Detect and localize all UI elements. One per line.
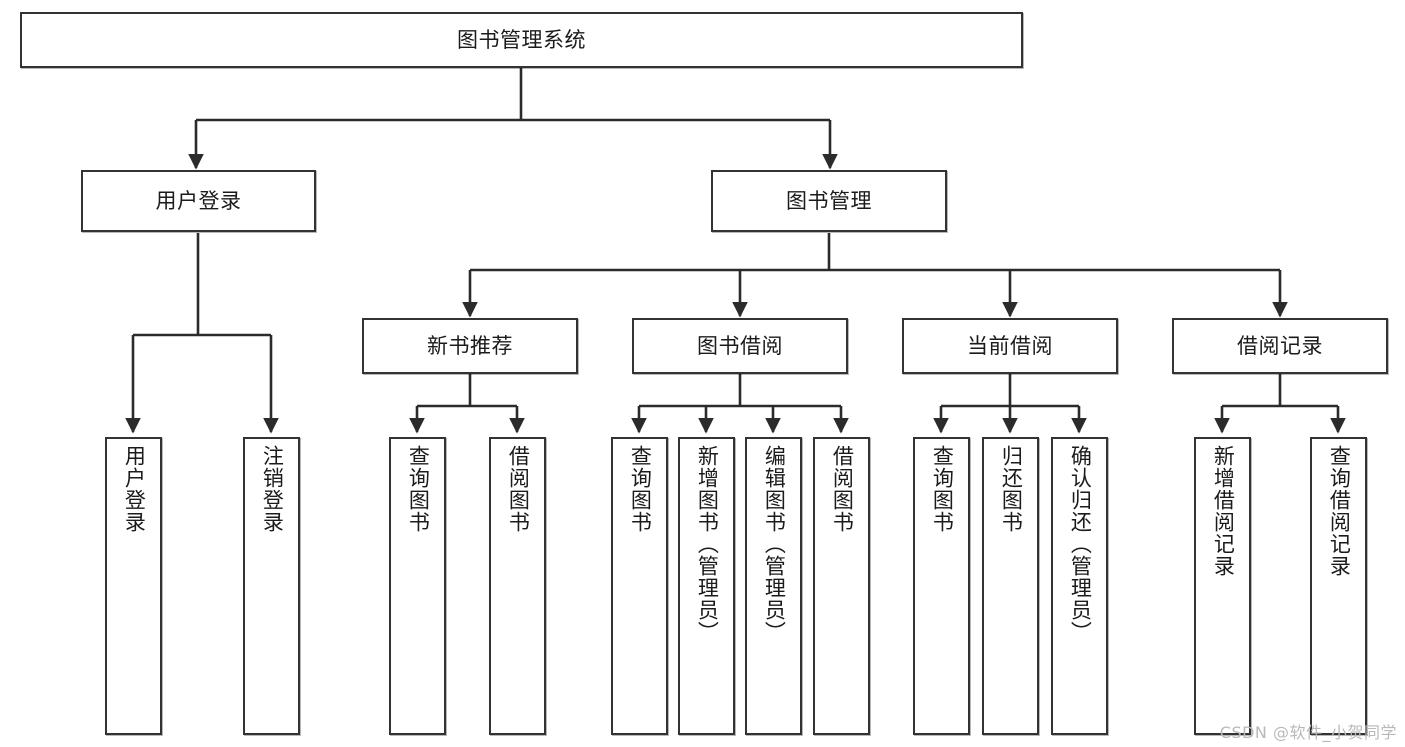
node-current-borrow-label: 当前借阅 (967, 333, 1053, 358)
node-leaf-query-borrow-record[interactable]: 查询借阅记录 (1310, 437, 1367, 735)
node-leaf-borrow-book-recommend[interactable]: 借阅图书 (489, 437, 546, 735)
node-borrow-record-label: 借阅记录 (1237, 333, 1323, 358)
node-leaf-add-borrow-record-label: 新增借阅记录 (1211, 445, 1236, 577)
node-leaf-user-login[interactable]: 用户登录 (105, 437, 162, 735)
node-leaf-add-book[interactable]: 新增图书（管理员） (678, 437, 735, 735)
node-user-login-label: 用户登录 (155, 188, 242, 213)
node-leaf-query-book-label: 查询图书 (628, 445, 653, 533)
node-leaf-borrow-book-recommend-label: 借阅图书 (506, 445, 531, 533)
node-borrow-record[interactable]: 借阅记录 (1172, 318, 1388, 374)
node-leaf-query-book-current[interactable]: 查询图书 (913, 437, 970, 735)
node-leaf-edit-book[interactable]: 编辑图书（管理员） (745, 437, 802, 735)
node-book-manage-label: 图书管理 (786, 188, 872, 213)
node-leaf-confirm-return-label: 确认归还（管理员） (1068, 445, 1093, 643)
node-leaf-query-book-current-label: 查询图书 (930, 445, 955, 533)
node-user-login[interactable]: 用户登录 (81, 170, 316, 232)
node-book-borrow-label: 图书借阅 (697, 333, 783, 358)
node-new-book-recommend-label: 新书推荐 (427, 333, 513, 358)
node-root-label: 图书管理系统 (457, 27, 586, 52)
watermark-text: CSDN @软件_小贺同学 (1219, 723, 1397, 742)
node-new-book-recommend[interactable]: 新书推荐 (362, 318, 578, 374)
node-book-borrow[interactable]: 图书借阅 (632, 318, 848, 374)
node-leaf-query-book-recommend-label: 查询图书 (406, 445, 431, 533)
node-leaf-borrow-book-label: 借阅图书 (830, 445, 855, 533)
node-leaf-query-book-recommend[interactable]: 查询图书 (389, 437, 446, 735)
node-leaf-add-borrow-record[interactable]: 新增借阅记录 (1194, 437, 1251, 735)
node-root[interactable]: 图书管理系统 (20, 12, 1023, 68)
node-leaf-borrow-book[interactable]: 借阅图书 (813, 437, 870, 735)
node-leaf-return-book-label: 归还图书 (999, 445, 1024, 533)
node-leaf-query-borrow-record-label: 查询借阅记录 (1327, 445, 1352, 577)
node-leaf-confirm-return[interactable]: 确认归还（管理员） (1051, 437, 1108, 735)
node-leaf-edit-book-label: 编辑图书（管理员） (762, 445, 787, 643)
node-current-borrow[interactable]: 当前借阅 (902, 318, 1118, 374)
node-leaf-logout[interactable]: 注销登录 (243, 437, 300, 735)
node-leaf-logout-label: 注销登录 (260, 445, 285, 533)
node-leaf-add-book-label: 新增图书（管理员） (695, 445, 720, 643)
node-leaf-user-login-label: 用户登录 (122, 445, 147, 533)
node-leaf-return-book[interactable]: 归还图书 (982, 437, 1039, 735)
node-leaf-query-book[interactable]: 查询图书 (611, 437, 668, 735)
node-book-manage[interactable]: 图书管理 (711, 170, 947, 232)
